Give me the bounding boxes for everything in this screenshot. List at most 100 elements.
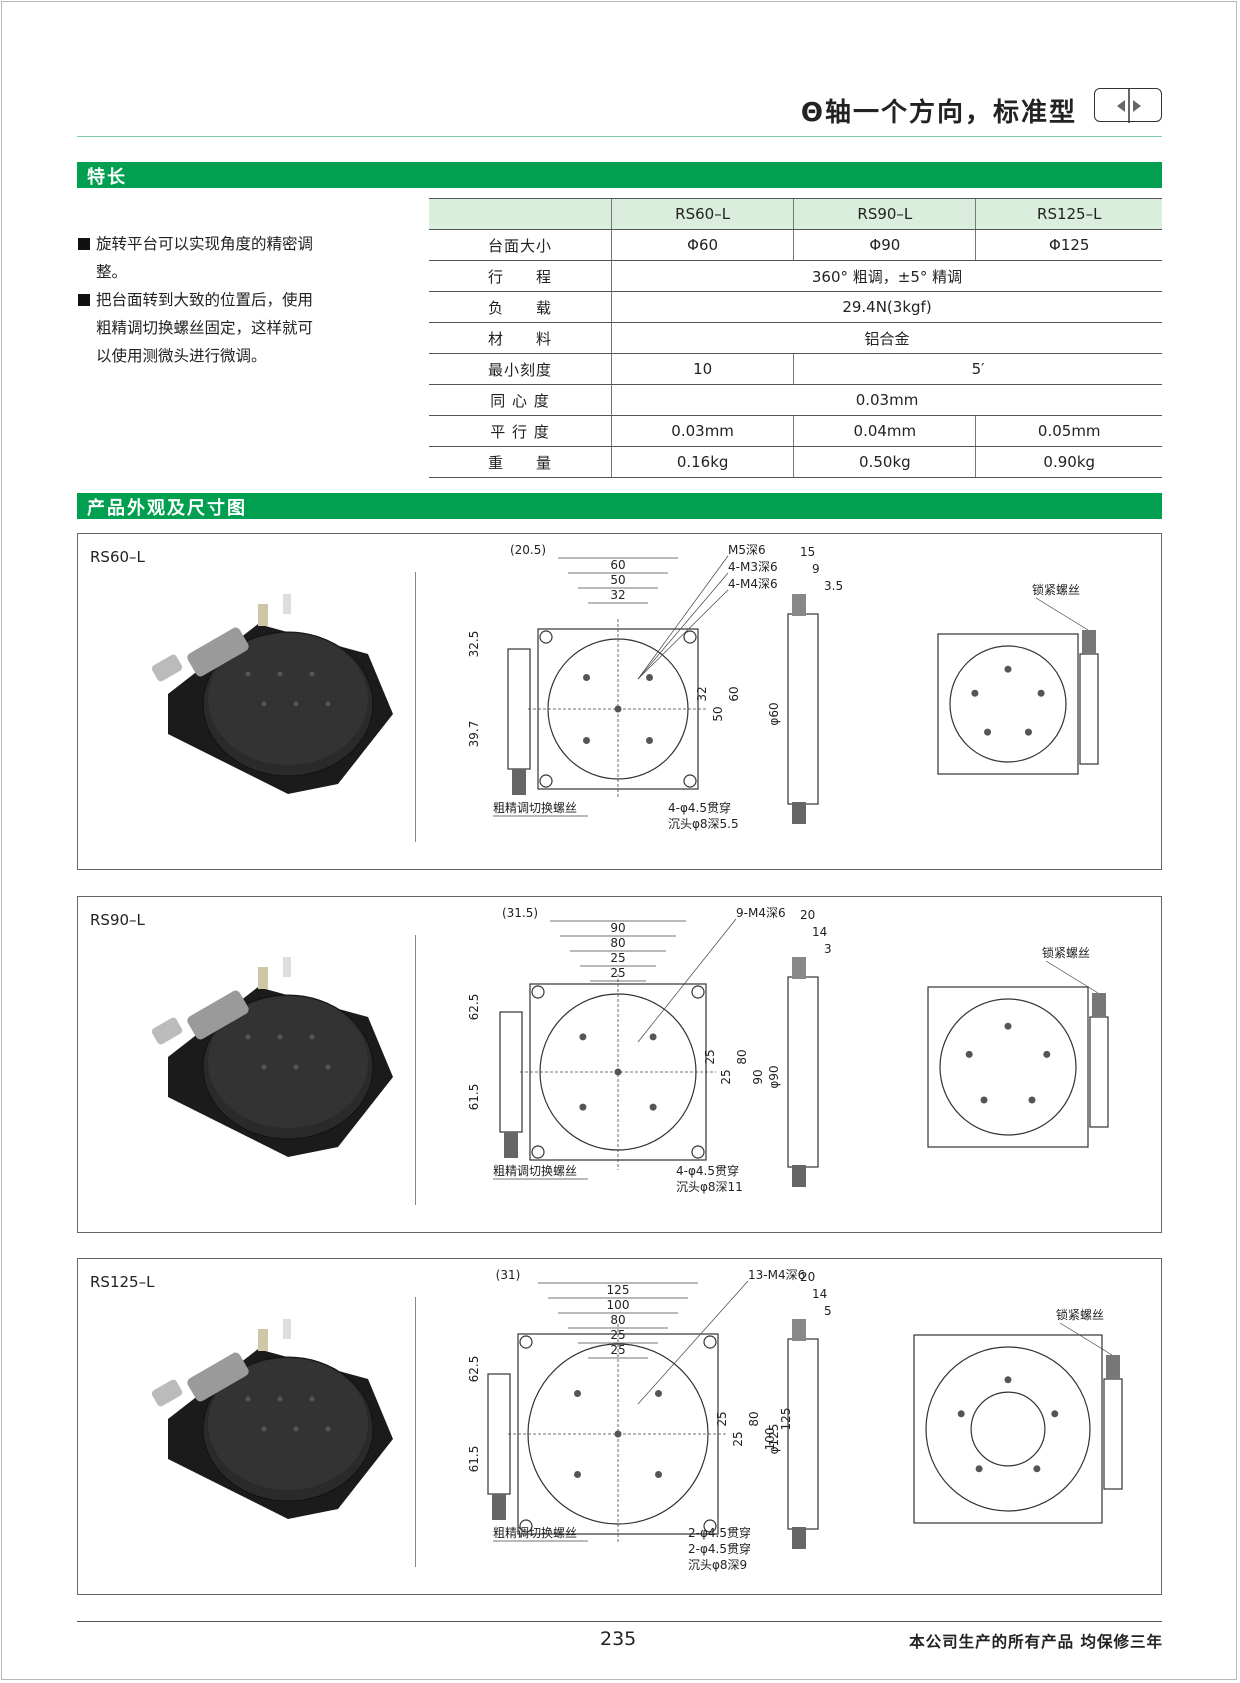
dimension-label: 20 xyxy=(800,1270,815,1284)
dimension-label: 90 xyxy=(751,1069,765,1084)
hole-callout: 13-M4深6 xyxy=(748,1268,805,1282)
dimension-label: 9 xyxy=(812,562,820,576)
table-cell: 0.05mm xyxy=(975,415,1162,447)
mount-hole xyxy=(531,985,545,999)
lock-knob xyxy=(258,1329,268,1351)
dimension-label: (20.5) xyxy=(510,543,546,557)
model-header: RS125–L xyxy=(975,198,1162,230)
tapped-hole xyxy=(614,1068,622,1076)
base-hole xyxy=(1051,1410,1059,1418)
dimension-label: 25 xyxy=(610,1328,625,1342)
row-label: 台面大小 xyxy=(429,229,612,261)
dimension-label: 32 xyxy=(610,588,625,602)
page-title: Θ轴一个方向，标准型 xyxy=(800,98,1077,128)
micrometer-head xyxy=(187,1352,249,1402)
panel-divider xyxy=(415,1297,416,1567)
screw-hole xyxy=(277,1034,283,1040)
tapped-hole xyxy=(649,1103,657,1111)
tapped-hole xyxy=(574,1471,581,1478)
base-hole xyxy=(984,728,992,736)
dimension-label: 39.7 xyxy=(467,721,481,748)
dimension-label: 14 xyxy=(812,925,827,939)
screw-hole xyxy=(245,671,251,677)
table-cell: 铝合金 xyxy=(611,322,1162,354)
base-hole xyxy=(1004,1376,1012,1384)
dimension-label: 62.5 xyxy=(467,1356,481,1383)
tapped-hole xyxy=(614,705,622,713)
switch-screw-label: 粗精调切换螺丝 xyxy=(493,801,577,815)
screw-hole xyxy=(245,1034,251,1040)
adjust-knob xyxy=(283,1319,291,1339)
table-cell: Φ60 xyxy=(610,229,794,261)
model-header: RS60–L xyxy=(610,198,794,230)
mount-hole xyxy=(683,630,697,644)
dimension-label: 90 xyxy=(610,921,625,935)
dimension-label: 32.5 xyxy=(467,631,481,658)
feature-item: 把台面转到大致的位置后，使用粗精调切换螺丝固定，这样就可以使用测微头进行微调。 xyxy=(78,286,328,370)
mount-hole xyxy=(691,985,705,999)
dimension-label: 125 xyxy=(607,1283,630,1297)
table-row: 同 心 度 0.03mm xyxy=(429,384,1162,416)
tapped-hole xyxy=(579,1033,587,1041)
dimension-label: 80 xyxy=(610,1313,625,1327)
mount-hole xyxy=(539,630,553,644)
tapped-hole xyxy=(655,1390,662,1397)
drawings-section-bar: 产品外观及尺寸图 xyxy=(77,493,1162,519)
technical-drawing: (31)12510080252562.561.525258010012513-M… xyxy=(151,1268,1123,1572)
base-hole xyxy=(971,689,979,697)
product-photo xyxy=(151,1319,393,1519)
dimension-label: 25 xyxy=(703,1049,717,1064)
side-knob xyxy=(792,1319,806,1341)
screw-hole xyxy=(293,1426,299,1432)
row-label: 最小刻度 xyxy=(429,353,612,385)
leader-line xyxy=(637,1280,749,1405)
base-hole xyxy=(980,1096,988,1104)
row-label: 平 行 度 xyxy=(429,415,612,447)
top-view: (31)12510080252562.561.525258010012513-M… xyxy=(467,1268,805,1572)
side-body xyxy=(787,613,819,805)
product-photo xyxy=(151,957,393,1157)
dimension-label: 61.5 xyxy=(467,1446,481,1473)
screw-hole xyxy=(325,701,331,707)
base-hole xyxy=(957,1410,965,1418)
side-micrometer xyxy=(792,1527,806,1549)
tapped-hole xyxy=(646,674,653,681)
feature-item: 旋转平台可以实现角度的精密调整。 xyxy=(78,230,328,286)
dimension-label: (31) xyxy=(496,1268,521,1282)
features-section-bar: 特长 xyxy=(77,162,1162,188)
mount-hole-note: 沉头φ8深5.5 xyxy=(668,817,739,831)
side-micrometer xyxy=(792,802,806,824)
table-cell: 360° 粗调，±5° 精调 xyxy=(611,260,1162,292)
tapped-hole xyxy=(583,674,590,681)
dimension-label: 80 xyxy=(747,1411,761,1426)
leader-line xyxy=(1045,960,1099,994)
row-label: 负 载 xyxy=(429,291,612,323)
warranty-note: 本公司生产的所有产品 均保修三年 xyxy=(909,1633,1163,1651)
base-hole xyxy=(1024,728,1032,736)
bottom-view: 锁紧螺丝 xyxy=(927,945,1109,1148)
micrometer-knob xyxy=(512,769,526,795)
diameter-label: φ90 xyxy=(767,1065,781,1088)
leader-line xyxy=(637,572,729,680)
dimension-label: 60 xyxy=(727,686,741,701)
dimension-label: 5 xyxy=(824,1304,832,1318)
dimension-label: (31.5) xyxy=(502,906,538,920)
bullet-square-icon xyxy=(78,294,90,306)
base-outline xyxy=(927,986,1089,1148)
side-body xyxy=(787,976,819,1168)
hole-callout: 4-M3深6 xyxy=(728,560,778,574)
base-hole xyxy=(1037,689,1045,697)
side-knob xyxy=(792,957,806,979)
lock-knob xyxy=(1082,630,1096,654)
micrometer-body xyxy=(499,1011,523,1133)
side-body xyxy=(787,1338,819,1530)
mount-hole-note: 4-φ4.5贯穿 xyxy=(676,1163,739,1178)
micrometer-thimble xyxy=(151,1017,183,1045)
product-photo xyxy=(151,594,393,794)
model-header: RS90–L xyxy=(793,198,976,230)
tapped-hole xyxy=(655,1471,662,1478)
switch-screw-label: 粗精调切换螺丝 xyxy=(493,1164,577,1178)
base-outline xyxy=(913,1334,1103,1524)
